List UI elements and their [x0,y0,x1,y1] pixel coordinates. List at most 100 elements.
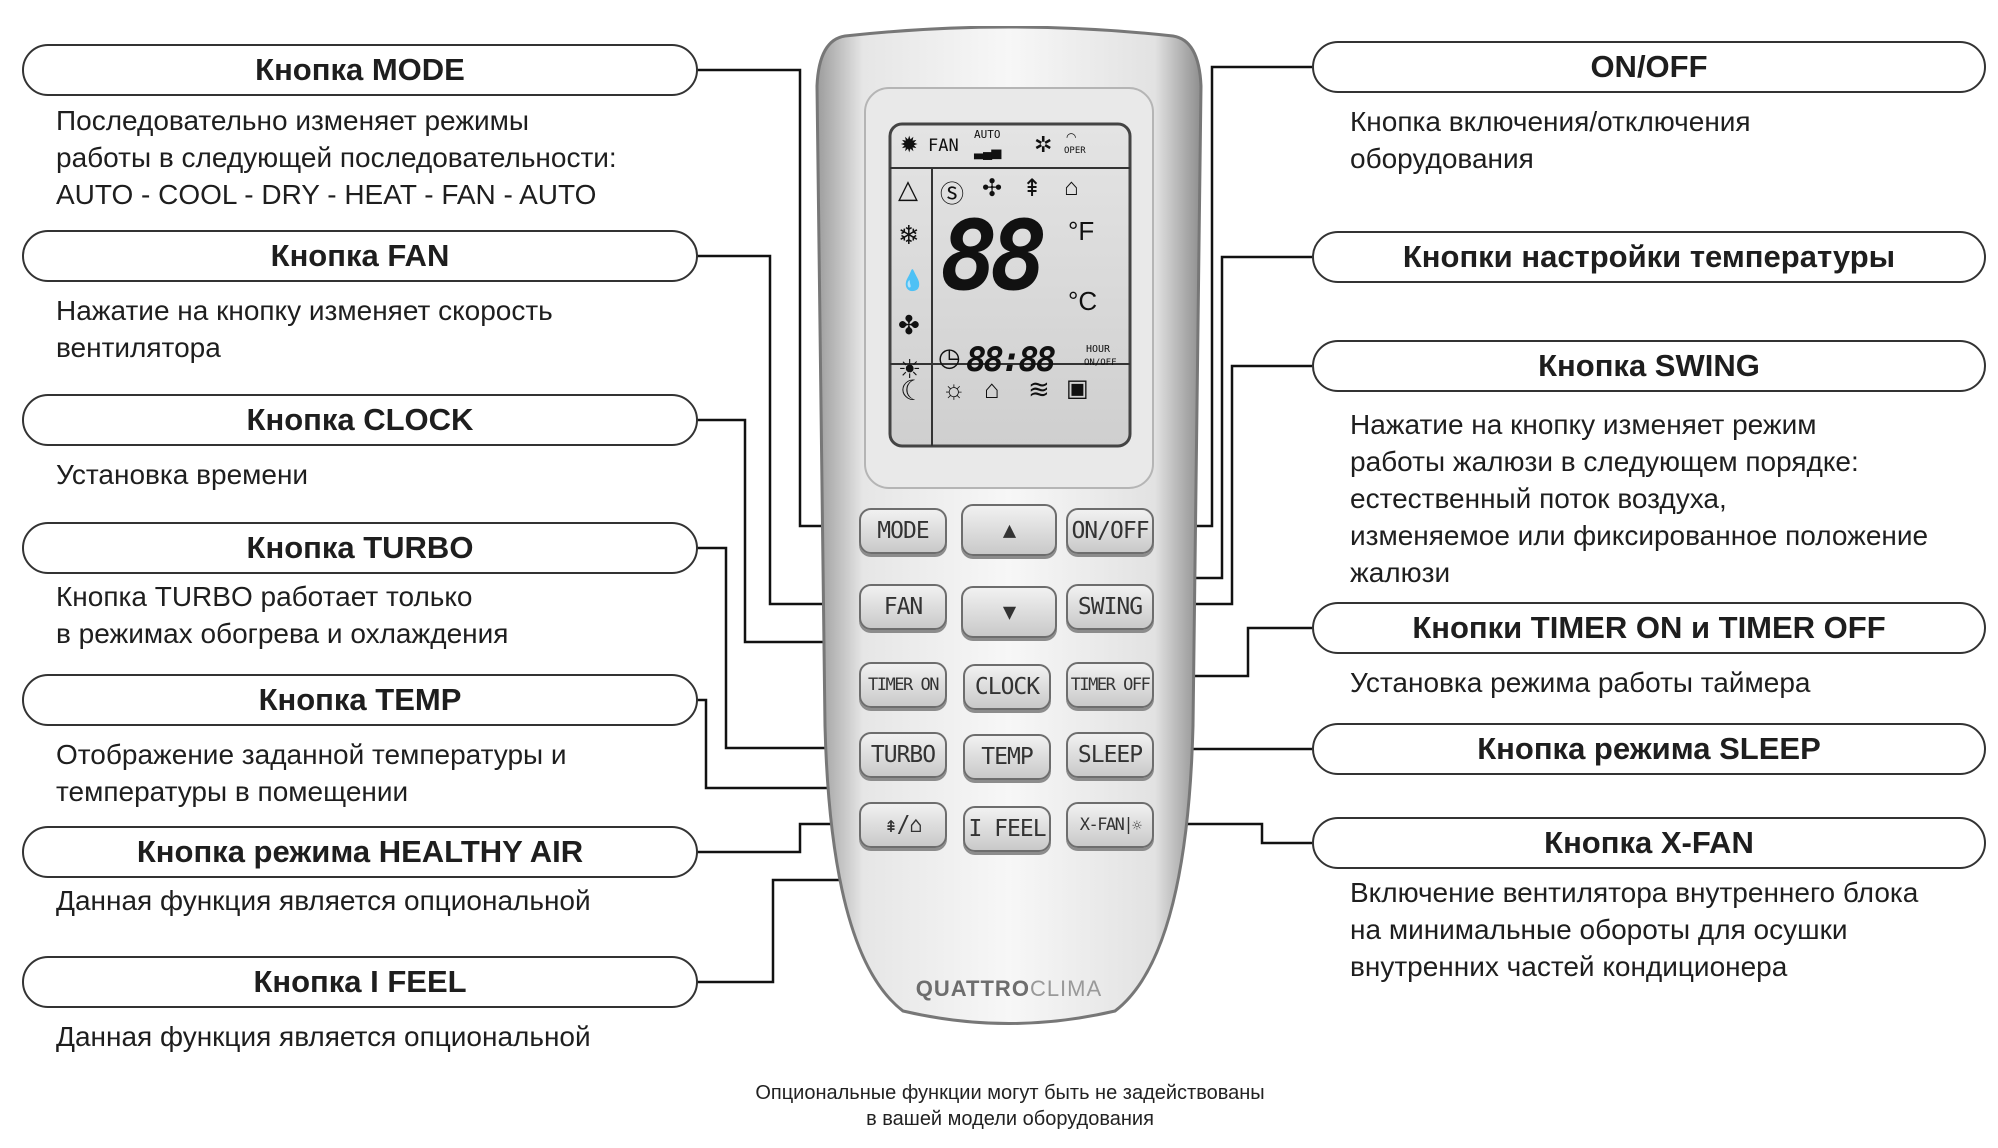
i-feel-home-icon: ⌂ [984,374,1000,404]
swing-button[interactable]: SWING [1066,584,1154,630]
home-icon: ⌂ [1064,174,1079,201]
right-callout-desc: Нажатие на кнопку изменяет режим работы … [1350,406,1928,591]
timer-off-button[interactable]: TIMER OFF [1066,662,1154,708]
desc-line: изменяемое или фиксированное положение [1350,520,1929,551]
desc-line: температуры в помещении [56,776,409,807]
sleep-button[interactable]: SLEEP [1066,732,1154,778]
fan-icon: ✲ [1034,132,1053,157]
light-bulb-icon: ☼ [942,374,966,404]
clock-icon: ◷ [938,342,961,372]
heat-mode-icon: ☀ [898,354,922,384]
lcd-celsius: °C [1068,286,1098,316]
left-callout-title: Кнопка CLOCK [22,394,698,446]
desc-line: внутренних частей кондиционера [1350,951,1788,982]
fan-speed-bars-icon: ▃▄▅ [974,144,1001,159]
left-callout-title: Кнопка TURBO [22,522,698,574]
healthy-air-separator: / [896,812,911,838]
lock-icon: ▣ [1066,375,1089,402]
leader-turbo [697,546,858,750]
temp-down-button[interactable]: ▼ [961,586,1057,638]
desc-line: вентилятора [56,332,221,363]
left-callout-desc: Установка времени [56,456,308,493]
right-callout-title: Кнопки настройки температуры [1312,231,1986,283]
desc-line: Нажатие на кнопку изменяет скорость [56,295,553,326]
right-callout-desc: Кнопка включения/отключения оборудования [1350,103,1751,177]
desc-line: Данная функция является опциональной [56,1021,591,1052]
leader-healthy [697,822,858,854]
lcd-auto-label: AUTO [974,128,1001,141]
lcd-fahrenheit: °F [1068,216,1095,246]
right-callout-desc: Включение вентилятора внутреннего блока … [1350,874,1918,985]
leader-xfan [1150,822,1312,845]
lcd-temp-digits: 88 [940,200,1048,312]
lcd-clock-digits: 88:88 [966,340,1056,380]
left-callout-desc: Последовательно изменяет режимы работы в… [56,102,617,213]
leader-timer [1150,626,1312,678]
turbo-button[interactable]: TURBO [859,732,947,778]
desc-line: Установка режима работы таймера [1350,667,1811,698]
desc-line: Включение вентилятора внутреннего блока [1350,877,1919,908]
desc-line: работы жалюзи в следующем порядке: [1350,446,1859,477]
remote-control: ✹ FAN AUTO ▃▄▅ ✲ ◠ OPER △ ❄ 💧 ✤ ☀ Ⓢ ✣ ⇞ … [815,26,1203,1026]
desc-line: AUTO - COOL - DRY - HEAT - FAN - AUTO [56,179,597,210]
blower-icon: ✣ [982,175,1003,202]
tree-icon: ⇞ [1022,175,1043,202]
desc-line: естественный поток воздуха, [1350,483,1727,514]
swing-icon: ≋ [1028,374,1050,404]
sleep-moon-icon: ☾ [900,375,926,406]
lcd-display: ✹ FAN AUTO ▃▄▅ ✲ ◠ OPER △ ❄ 💧 ✤ ☀ Ⓢ ✣ ⇞ … [890,124,1130,446]
oper-signal-icon: ◠ [1066,130,1077,144]
right-callout-desc: Установка режима работы таймера [1350,664,1810,701]
desc-line: Установка времени [56,459,309,490]
left-callout-desc: Нажатие на кнопку изменяет скорость вент… [56,292,553,366]
fan-button[interactable]: FAN [859,584,947,630]
right-callout-title: Кнопка X-FAN [1312,817,1986,869]
left-callout-title: Кнопка TEMP [22,674,698,726]
footnote-line: Опциональные функции могут быть не задей… [755,1082,1265,1104]
left-callout-desc: Кнопка TURBO работает только в режимах о… [56,578,508,652]
dollar-icon: Ⓢ [940,181,964,208]
temp-button[interactable]: TEMP [963,734,1051,780]
x-fan-label: X-FAN| [1079,815,1134,835]
fan-mode-icon: ✤ [898,310,920,340]
right-callout-title: ON/OFF [1312,41,1986,93]
left-callout-title: Кнопка MODE [22,44,698,96]
lcd-onoff-label: ON/OFF [1084,358,1117,368]
temp-up-button[interactable]: ▲ [961,504,1057,556]
desc-line: Нажатие на кнопку изменяет режим [1350,409,1817,440]
left-callout-desc: Данная функция является опциональной [56,882,591,919]
brand-logo: QUATTROCLIMA [815,976,1203,1002]
desc-line: Отображение заданной температуры и [56,739,567,770]
sun-fan-icon: ✹ [900,132,919,157]
left-callout-desc: Данная функция является опциональной [56,1018,591,1055]
on-off-button[interactable]: ON/OFF [1066,508,1154,554]
healthy-air-button[interactable]: ⇞ / ⌂ [859,802,947,848]
brand-light: CLIMA [1029,976,1103,1001]
tree-icon: ⇞ [884,812,897,838]
left-callout-desc: Отображение заданной температуры и темпе… [56,736,567,810]
x-fan-button[interactable]: X-FAN| ☼ [1066,802,1154,848]
auto-mode-icon: △ [898,174,918,204]
timer-on-button[interactable]: TIMER ON [859,662,947,708]
desc-line: работы в следующей последовательности: [56,142,617,173]
home-icon: ⌂ [909,812,922,838]
desc-line: Данная функция является опциональной [56,885,591,916]
cool-mode-icon: ❄ [898,220,920,250]
lcd-fan-label: FAN [928,136,959,156]
i-feel-button[interactable]: I FEEL [963,806,1051,852]
desc-line: Последовательно изменяет режимы [56,105,530,136]
desc-line: Кнопка TURBO работает только [56,581,473,612]
desc-line: в режимах обогрева и охлаждения [56,618,509,649]
desc-line: Кнопка включения/отключения [1350,106,1751,137]
light-icon: ☼ [1132,815,1142,835]
left-callout-title: Кнопка режима HEALTHY AIR [22,826,698,878]
clock-button[interactable]: CLOCK [963,664,1051,710]
brand-bold: QUATTRO [915,976,1030,1001]
lcd-oper-label: OPER [1064,146,1086,156]
desc-line: оборудования [1350,143,1534,174]
right-callout-title: Кнопки TIMER ON и TIMER OFF [1312,602,1986,654]
right-callout-title: Кнопка режима SLEEP [1312,723,1986,775]
lcd-hour-label: HOUR [1086,344,1111,355]
left-callout-title: Кнопка FAN [22,230,698,282]
mode-button[interactable]: MODE [859,508,947,554]
